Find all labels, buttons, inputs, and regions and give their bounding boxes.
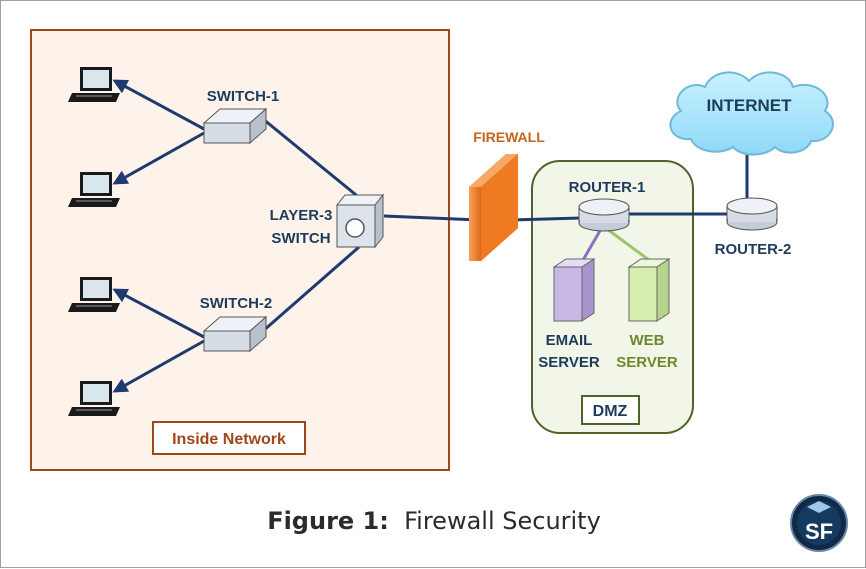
internet-label: INTERNET — [707, 96, 793, 115]
dmz-label: DMZ — [593, 403, 628, 420]
link-switch2-laptop3 — [112, 288, 205, 339]
router-1-icon — [578, 198, 630, 232]
email-server-label-line2: SERVER — [538, 354, 600, 371]
figure-caption: Figure 1: Firewall Security — [1, 507, 866, 535]
link-layer3-firewall — [383, 214, 480, 222]
router-2-label: ROUTER-2 — [715, 241, 792, 258]
switch-1-icon — [202, 107, 268, 145]
web-server-label-line1: WEB — [630, 332, 665, 349]
link-router1-web — [606, 227, 654, 265]
dmz-label-box — [581, 395, 640, 425]
switch-2-icon — [202, 315, 268, 353]
caption-text: Firewall Security — [404, 507, 601, 535]
layer3-switch-label-line2: SWITCH — [271, 230, 330, 247]
internet-cloud-icon — [669, 71, 834, 156]
caption-prefix: Figure 1: — [267, 507, 389, 535]
link-switch2-layer3 — [262, 245, 360, 333]
dmz-zone — [531, 160, 694, 434]
sf-logo-text: SF — [805, 519, 833, 544]
web-server-icon — [627, 258, 671, 322]
router-2-icon — [726, 197, 778, 231]
firewall-label: FIREWALL — [473, 129, 545, 145]
firewall-icon — [469, 154, 518, 261]
link-switch1-laptop2 — [112, 131, 205, 185]
layer3-switch-label-line1: LAYER-3 — [270, 207, 333, 224]
link-switch1-laptop1 — [112, 79, 205, 131]
inside-network-label: Inside Network — [172, 431, 286, 448]
email-server-icon — [552, 258, 596, 322]
layer3-switch-icon — [335, 193, 385, 249]
link-firewall-router1 — [510, 216, 582, 222]
link-switch1-layer3 — [262, 117, 362, 201]
sf-logo: SF — [790, 494, 848, 552]
switch-1-label: SWITCH-1 — [207, 88, 280, 105]
web-server-label-line2: SERVER — [616, 354, 678, 371]
router-1-label: ROUTER-1 — [569, 179, 646, 196]
link-switch2-laptop4 — [112, 339, 205, 393]
switch-2-label: SWITCH-2 — [200, 295, 273, 312]
email-server-label-line1: EMAIL — [546, 332, 593, 349]
inside-network-label-box — [152, 421, 306, 455]
